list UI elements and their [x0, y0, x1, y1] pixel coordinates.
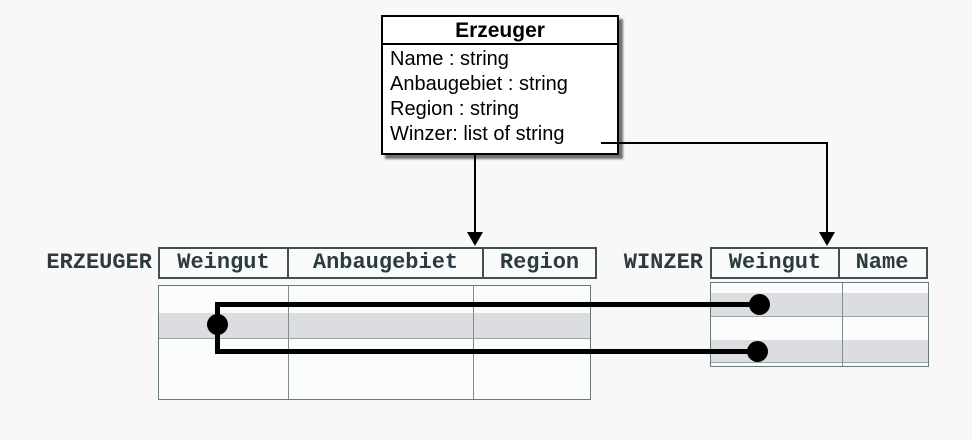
winzer-table-header: Weingut Name	[710, 247, 928, 279]
erzeuger-table-header: Weingut Anbaugebiet Region	[158, 247, 597, 279]
header-cell-weingut: Weingut	[728, 250, 822, 275]
header-cell-region: Region	[482, 249, 595, 277]
arrow-down-icon	[819, 232, 835, 246]
junction-dot-winzer-row1	[749, 294, 770, 315]
header-cell-weingut: Weingut	[177, 250, 270, 275]
relationship-line-top	[215, 302, 761, 307]
class-attributes: Name : string Anbaugebiet : string Regio…	[383, 45, 617, 147]
class-attr-anbaugebiet: Anbaugebiet : string	[390, 73, 568, 95]
header-cell-name: Name	[838, 249, 924, 277]
winzer-table-body	[710, 282, 929, 367]
column-divider	[288, 286, 289, 399]
header-cell-anbaugebiet: Anbaugebiet	[287, 249, 482, 277]
relationship-line-bottom	[215, 349, 759, 354]
class-attr-region: Region : string	[390, 98, 519, 120]
winzer-table-label: WINZER	[623, 250, 703, 275]
erzeuger-class-box: Erzeuger Name : string Anbaugebiet : str…	[381, 15, 619, 155]
erzeuger-table-label: ERZEUGER	[46, 250, 152, 275]
class-attr-name: Name : string	[390, 48, 509, 70]
highlighted-row	[159, 313, 590, 339]
class-title: Erzeuger	[383, 17, 617, 45]
junction-dot-erzeuger-row	[207, 314, 228, 335]
column-divider	[842, 283, 843, 366]
arrow-winzer-attr-horizontal-shaft	[601, 142, 828, 144]
junction-dot-winzer-row2	[747, 341, 768, 362]
arrow-down-icon	[467, 232, 483, 246]
arrow-winzer-attr-vertical-shaft	[826, 142, 828, 232]
class-attr-winzer: Winzer: list of string	[390, 123, 565, 145]
arrow-class-to-erzeuger-shaft	[474, 155, 476, 232]
column-divider	[473, 286, 474, 399]
